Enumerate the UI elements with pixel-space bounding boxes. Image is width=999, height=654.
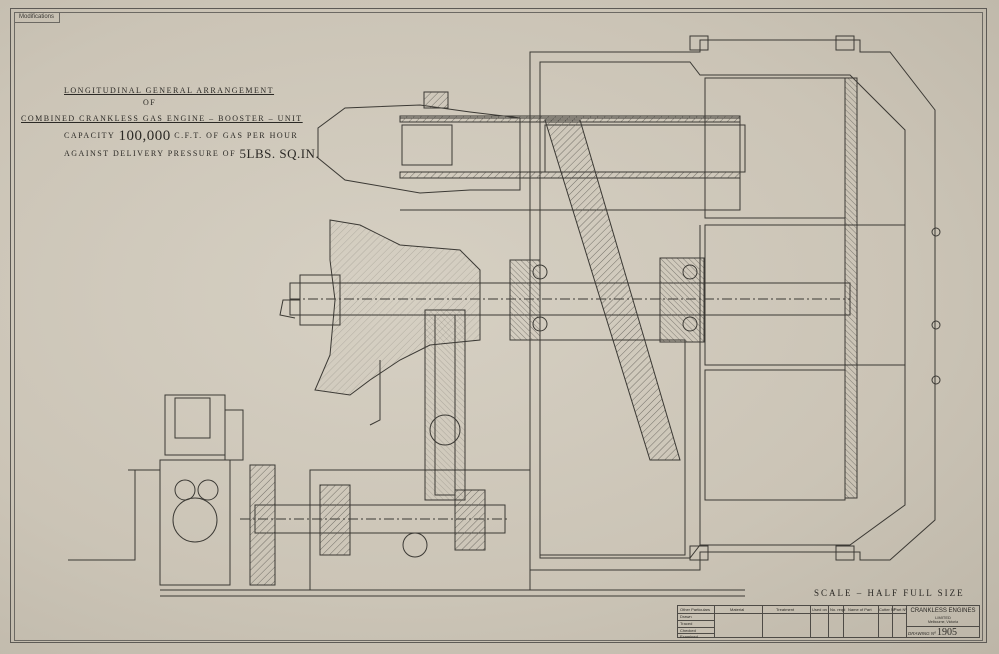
- flange-bolt: [689, 35, 709, 51]
- bearing-ball: [682, 264, 698, 280]
- header-other-particulars: Other Particulars: [680, 607, 711, 612]
- lower-gear: [454, 489, 486, 551]
- sheet-border-inner: [14, 12, 983, 641]
- bolt-head: [931, 375, 941, 385]
- flange-bolt: [689, 545, 709, 561]
- sheet-border-outer: [10, 8, 987, 643]
- small-gear: [402, 532, 428, 558]
- row-checked: Checked: [680, 628, 696, 633]
- valve-body: [401, 124, 453, 166]
- drive-sprocket: [429, 414, 461, 446]
- header-treatment: Treatment: [776, 607, 795, 612]
- company-name: CRANKLESS ENGINES: [910, 608, 976, 614]
- drive-column-inner: [434, 314, 456, 496]
- fuel-pipe: [279, 299, 300, 319]
- capacity-line: Capacity 100,000 C.F.T. of Gas per Hour: [64, 128, 298, 145]
- flange-bolt: [835, 35, 855, 51]
- bearing-ball: [532, 316, 548, 332]
- scale-note: SCALE – HALF FULL SIZE: [814, 588, 965, 598]
- swash-plate: [544, 119, 681, 461]
- header-no-reqd: No. reqd: [830, 607, 846, 612]
- bolt-head: [931, 227, 941, 237]
- bearing-ball: [682, 316, 698, 332]
- capacity-suffix: C.F.T. of Gas per Hour: [174, 131, 299, 140]
- main-casing-inner: [539, 61, 906, 559]
- drawing-number-label: DRAWING Nº: [908, 631, 936, 636]
- starter-gear: [174, 479, 196, 501]
- upper-piston: [544, 124, 746, 173]
- flange-bolt: [835, 545, 855, 561]
- modifications-tab: Modifications: [14, 12, 61, 23]
- inner-frame: [704, 224, 846, 366]
- oil-pipe: [369, 360, 381, 426]
- inner-frame: [539, 339, 686, 556]
- engine-head: [317, 104, 521, 194]
- header-material: Material: [730, 607, 745, 612]
- company-city: Melbourne, Victoria: [927, 620, 959, 624]
- booster-cylinder: [704, 77, 846, 219]
- pressure-value: 5lbs. sq.in.: [239, 146, 320, 161]
- row-drawn: Drawn: [680, 614, 692, 619]
- gear-case-top: [224, 409, 244, 461]
- header-used-on: Used on: [812, 607, 827, 612]
- gear-housing: [314, 219, 481, 396]
- title-block: Other Particulars Material Treatment Use…: [677, 605, 980, 639]
- title-line-2: of: [143, 98, 157, 107]
- shaft-bearing: [659, 257, 705, 343]
- starter-top-cap: [174, 397, 211, 439]
- title-line-3: Combined Crankless Gas Engine – Booster …: [21, 114, 303, 123]
- booster-cylinder-lower: [704, 369, 846, 501]
- row-examined: Examined: [680, 634, 698, 639]
- starter-box: [159, 459, 231, 586]
- main-casing-outline: [529, 39, 936, 571]
- pressure-prefix: Against Delivery Pressure of: [64, 149, 237, 158]
- title-line-1: Longitudinal General Arrangement: [64, 86, 275, 95]
- lower-gear: [319, 484, 351, 556]
- bearing-ball: [532, 264, 548, 280]
- header-cutter-no: Cutter Nº: [879, 607, 896, 612]
- row-traced: Traced: [680, 621, 693, 626]
- company-suffix: LIMITED: [935, 615, 951, 620]
- header-part-no: Part Nº: [894, 607, 907, 612]
- header-name-of-part: Name of Part: [848, 607, 872, 612]
- crank-handle: [68, 469, 160, 561]
- bolt-head: [931, 320, 941, 330]
- spark-plug-boss: [423, 91, 449, 109]
- pressure-line: Against Delivery Pressure of 5lbs. sq.in…: [64, 146, 319, 162]
- cylinder-head-plate: [844, 77, 858, 499]
- flywheel: [249, 464, 276, 586]
- vertical-drive-column: [424, 309, 466, 501]
- capacity-prefix: Capacity: [64, 131, 115, 140]
- shaft-bearing: [509, 259, 541, 341]
- starter-gear-large: [172, 497, 218, 543]
- starter-top: [164, 394, 226, 456]
- drawing-number: 1905: [937, 627, 957, 638]
- capacity-value: 100,000: [118, 128, 171, 144]
- starter-gear: [197, 479, 219, 501]
